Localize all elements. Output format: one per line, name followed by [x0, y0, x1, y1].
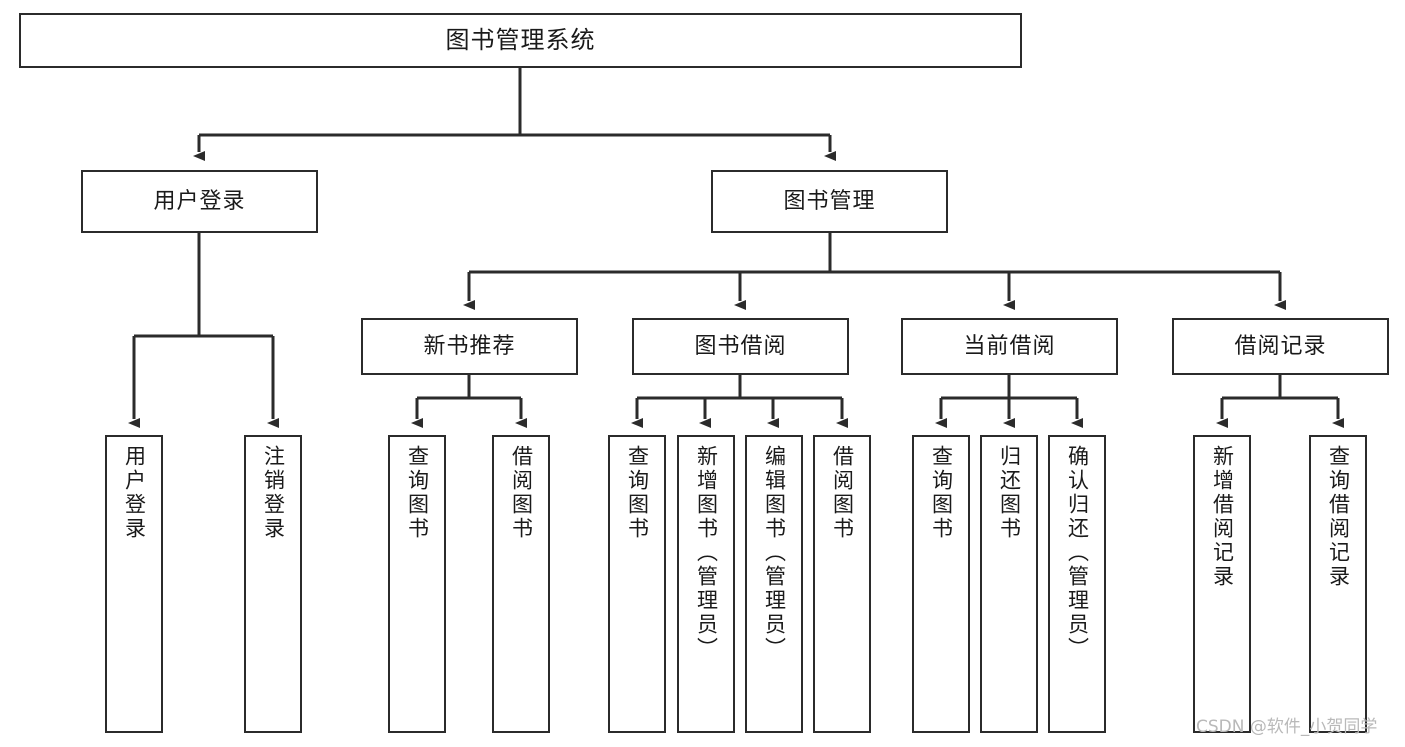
leaf-query-borrow-record[interactable]: 查询借阅记录 — [1309, 435, 1367, 733]
node-label: 归还图书 — [997, 445, 1022, 541]
node-book-management[interactable]: 图书管理 — [711, 170, 948, 233]
leaf-query-book-current[interactable]: 查询图书 — [912, 435, 970, 733]
node-root-book-management-system[interactable]: 图书管理系统 — [19, 13, 1022, 68]
node-label: 借阅记录 — [1234, 333, 1327, 359]
node-label: 新增借阅记录 — [1210, 445, 1235, 589]
node-user-login[interactable]: 用户登录 — [81, 170, 318, 233]
leaf-borrow-book[interactable]: 借阅图书 — [813, 435, 871, 733]
node-label: 查询图书 — [625, 445, 650, 541]
node-book-borrow[interactable]: 图书借阅 — [632, 318, 849, 375]
leaf-query-book-borrow[interactable]: 查询图书 — [608, 435, 666, 733]
node-label: 借阅图书 — [509, 445, 534, 541]
node-new-book-recommend[interactable]: 新书推荐 — [361, 318, 578, 375]
node-label: 查询图书 — [929, 445, 954, 541]
csdn-watermark: CSDN @软件_小贺同学 — [1196, 717, 1378, 737]
node-label: 查询借阅记录 — [1326, 445, 1351, 589]
node-label: 查询图书 — [405, 445, 430, 541]
node-label: 确认归还（管理员） — [1065, 445, 1090, 661]
leaf-borrow-book-newbook[interactable]: 借阅图书 — [492, 435, 550, 733]
leaf-add-book-admin[interactable]: 新增图书（管理员） — [677, 435, 735, 733]
node-label: 用户登录 — [122, 445, 147, 541]
leaf-add-borrow-record[interactable]: 新增借阅记录 — [1193, 435, 1251, 733]
leaf-return-book[interactable]: 归还图书 — [980, 435, 1038, 733]
leaf-query-book-newbook[interactable]: 查询图书 — [388, 435, 446, 733]
node-label: 编辑图书（管理员） — [762, 445, 787, 661]
node-current-borrow[interactable]: 当前借阅 — [901, 318, 1118, 375]
leaf-logout[interactable]: 注销登录 — [244, 435, 302, 733]
node-borrow-records[interactable]: 借阅记录 — [1172, 318, 1389, 375]
leaf-confirm-return-admin[interactable]: 确认归还（管理员） — [1048, 435, 1106, 733]
node-label: 注销登录 — [261, 445, 286, 541]
node-label: 图书管理 — [783, 188, 876, 214]
node-label: 新书推荐 — [423, 333, 516, 359]
leaf-edit-book-admin[interactable]: 编辑图书（管理员） — [745, 435, 803, 733]
node-label: 图书借阅 — [694, 333, 787, 359]
node-label: 当前借阅 — [963, 333, 1056, 359]
node-label: 借阅图书 — [830, 445, 855, 541]
node-label: 图书管理系统 — [445, 25, 596, 54]
node-label: 用户登录 — [153, 188, 246, 214]
node-label: 新增图书（管理员） — [694, 445, 719, 661]
leaf-user-login[interactable]: 用户登录 — [105, 435, 163, 733]
